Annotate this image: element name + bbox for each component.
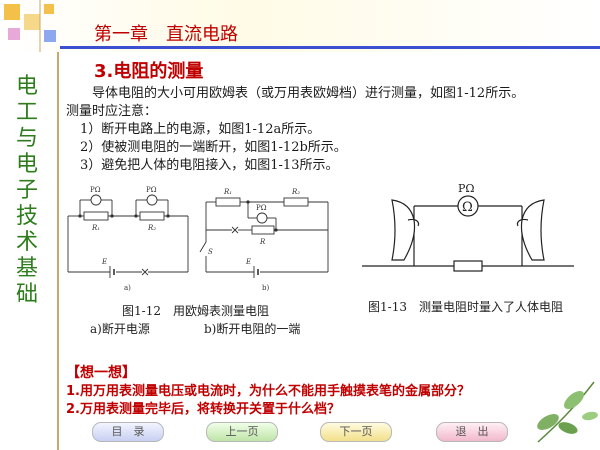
question-1: 1.用万用表测量电压或电流时，为什么不能用手触摸表笔的金属部分？ (66, 384, 470, 399)
figure-12-caption: 图1-12 用欧姆表测量电阻 (122, 304, 269, 318)
label-r2-b: R₂ (291, 188, 300, 196)
intro-line-1: 导体电阻的大小可用欧姆表（或万用表欧姆档）进行测量，如图1-12所示。 (92, 86, 525, 101)
section-title: 3.电阻的测量 (94, 61, 204, 82)
next-page-button[interactable]: 下一页 (320, 422, 392, 442)
figure-12a-subcaption: a)断开电源 (90, 322, 150, 336)
header-band (0, 0, 600, 52)
corner-decoration (4, 0, 56, 52)
label-r1-b: R₁ (223, 188, 232, 196)
point-3: 3）避免把人体的电阻接入，如图1-13所示。 (80, 158, 339, 173)
figure-13-caption: 图1-13 测量电阻时量入了人体电阻 (368, 300, 563, 314)
toc-button[interactable]: 目 录 (92, 422, 164, 442)
figure-12b-circuit: R₁ R₂ PΩ R S E b) (199, 188, 329, 292)
label-r: R (259, 238, 266, 246)
label-e-b: E (245, 258, 251, 266)
figure-12b-subcaption: b)断开电阻的一端 (204, 322, 301, 336)
prev-page-button[interactable]: 上一页 (206, 422, 278, 442)
label-b: b) (262, 284, 269, 292)
label-r1: R₁ (91, 224, 100, 232)
label-po-1: PΩ (90, 186, 101, 194)
header-rule (60, 46, 600, 49)
side-rule (57, 52, 59, 450)
question-2: 2.万用表测量完毕后，将转换开关置于什么档？ (66, 402, 340, 417)
think-heading: 【想一想】 (66, 365, 136, 381)
label-r2: R₂ (147, 224, 156, 232)
point-2: 2）使被测电阻的一端断开，如图1-12b所示。 (80, 140, 347, 155)
label-po-2: PΩ (146, 186, 157, 194)
meter-omega-symbol: Ω (462, 200, 473, 215)
label-s: S (208, 248, 213, 256)
sidebar-title: 电工与电子技术基础 (15, 74, 38, 307)
chapter-title: 第一章 直流电路 (94, 24, 238, 45)
label-a: a) (124, 284, 131, 292)
intro-line-2: 测量时应注意： (66, 104, 158, 119)
figure-12a-circuit: PΩ PΩ R₁ R₂ E a) (67, 186, 189, 292)
exit-button[interactable]: 退 出 (436, 422, 508, 442)
figure-13-body-resistance: Ω PΩ (362, 182, 574, 272)
label-e-a: E (101, 258, 107, 266)
point-1: 1）断开电路上的电源，如图1-12a所示。 (80, 122, 321, 137)
label-p-omega: PΩ (458, 182, 475, 195)
leaf-decoration (537, 381, 598, 443)
label-po-b: PΩ (256, 204, 267, 212)
